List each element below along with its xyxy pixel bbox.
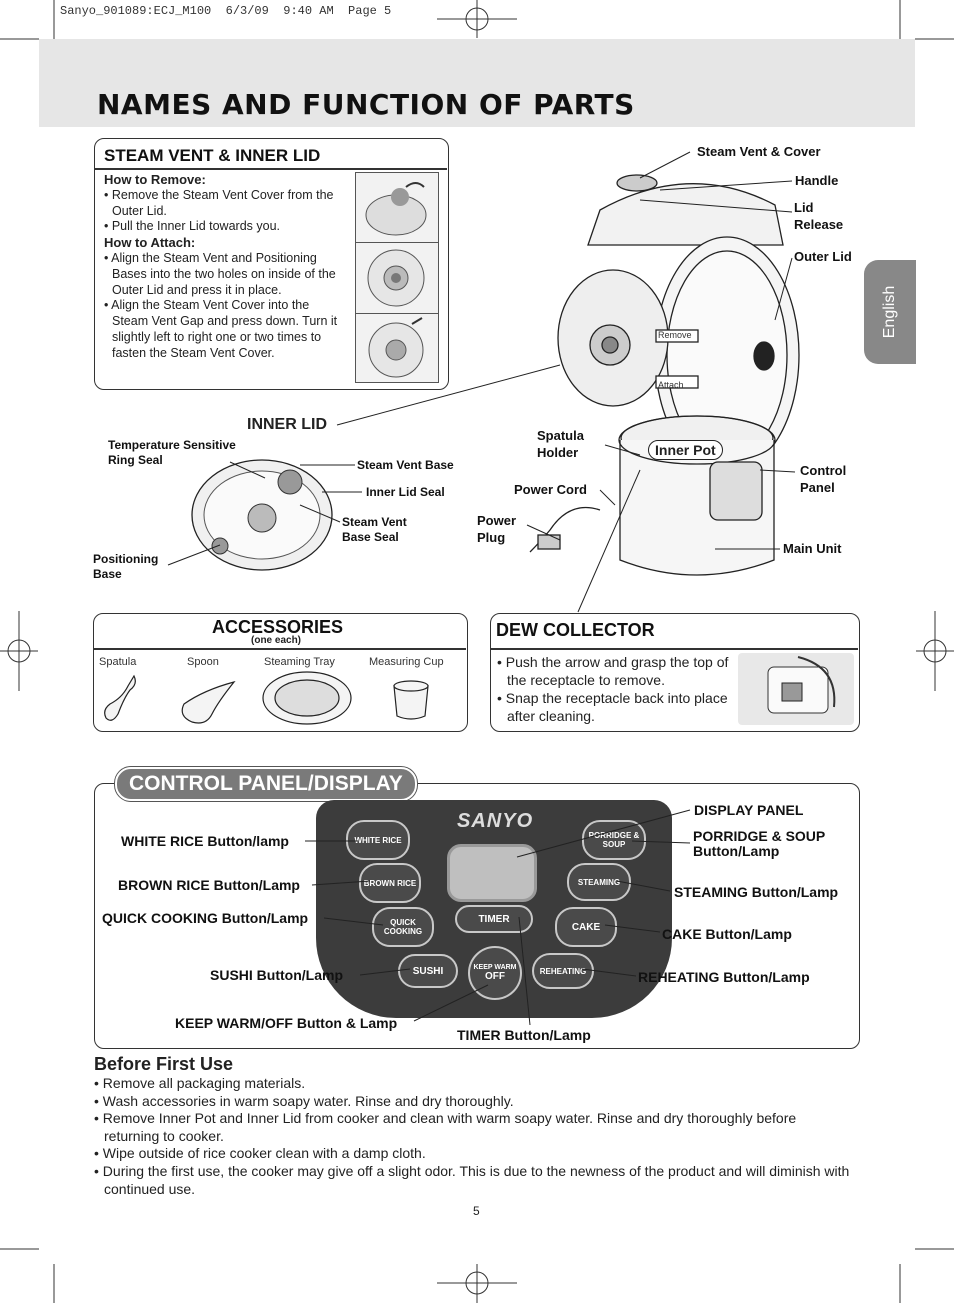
- white-rice-callout: WHITE RICE Button/lamp: [121, 833, 289, 849]
- dew-step-1: • Push the arrow and grasp the top of th…: [497, 654, 729, 688]
- steam-vent-base-label: Steam Vent Base: [357, 458, 454, 472]
- attach-arrow-label: Attach: [658, 380, 684, 390]
- main-unit-label: Main Unit: [783, 541, 842, 556]
- sushi-button[interactable]: SUSHI: [398, 954, 458, 988]
- attach-step-2: • Align the Steam Vent Cover into the St…: [104, 298, 338, 360]
- timer-callout: TIMER Button/Lamp: [457, 1027, 591, 1043]
- page-title: NAMES AND FUNCTION OF PARTS: [97, 88, 635, 121]
- brand-logo: SANYO: [457, 810, 534, 832]
- accessory-steaming-tray-label: Steaming Tray: [264, 656, 335, 668]
- keep-warm-label: KEEP WARM: [473, 964, 517, 971]
- accessory-measuring-cup-label: Measuring Cup: [369, 656, 444, 668]
- inner-lid-label: INNER LID: [247, 416, 327, 433]
- porridge-soup-callout: PORRIDGE & SOUP Button/Lamp: [693, 828, 825, 859]
- steam-vent-base-seal-label: Steam Vent Base Seal: [342, 515, 407, 544]
- control-panel-label: Control Panel: [800, 463, 847, 495]
- before-item: • During the first use, the cooker may g…: [94, 1162, 850, 1197]
- porridge-soup-button[interactable]: PORRIDGE & SOUP: [582, 820, 646, 860]
- steam-vent-cover-label: Steam Vent & Cover: [697, 144, 821, 159]
- temp-seal-label: Temperature Sensitive Ring Seal: [108, 438, 236, 467]
- before-item: • Wipe outside of rice cooker clean with…: [94, 1145, 426, 1162]
- power-cord-label: Power Cord: [514, 482, 587, 497]
- spatula-holder-label: Spatula Holder: [537, 428, 584, 460]
- pull-inner-lid-illustration: [355, 242, 439, 314]
- lid-release-label: Lid Release: [794, 200, 844, 232]
- inner-lid-detail-illustration: [191, 459, 333, 571]
- attach-cover-illustration: [355, 313, 439, 383]
- dew-instructions: • Push the arrow and grasp the top of th…: [495, 653, 740, 725]
- positioning-base-label: Positioning Base: [93, 552, 159, 581]
- accessory-spoon-label: Spoon: [187, 656, 219, 668]
- attach-step-1: • Align the Steam Vent and Positioning B…: [104, 250, 336, 297]
- keep-warm-off-button[interactable]: KEEP WARM OFF: [468, 946, 522, 1000]
- brown-rice-callout: BROWN RICE Button/Lamp: [118, 877, 300, 893]
- power-plug-label: Power Plug: [477, 513, 517, 545]
- before-first-use-list: • Remove all packaging materials. • Wash…: [92, 1075, 852, 1198]
- cake-button[interactable]: CAKE: [555, 907, 617, 947]
- inner-pot-label: Inner Pot: [648, 440, 723, 460]
- accessory-icons: [104, 671, 429, 725]
- white-rice-button[interactable]: WHITE RICE: [346, 820, 410, 860]
- outer-lid-label: Outer Lid: [794, 249, 852, 264]
- remove-step-2: • Pull the Inner Lid towards you.: [104, 219, 281, 234]
- dew-collector-title: DEW COLLECTOR: [496, 620, 655, 640]
- quick-cooking-callout: QUICK COOKING Button/Lamp: [102, 910, 309, 926]
- attach-heading: How to Attach:: [104, 235, 196, 251]
- before-item: • Remove all packaging materials.: [94, 1075, 306, 1091]
- steaming-callout: STEAMING Button/Lamp: [674, 884, 839, 900]
- quick-cooking-button[interactable]: QUICK COOKING: [372, 907, 434, 947]
- dew-divider: [491, 648, 858, 650]
- remove-heading: How to Remove:: [104, 172, 206, 187]
- accessories-divider: [94, 648, 466, 650]
- steam-vent-title: STEAM VENT & INNER LID: [104, 146, 321, 165]
- header-band: [39, 39, 915, 127]
- display-panel: [447, 844, 537, 902]
- steam-vent-instructions: How to Remove: • Remove the Steam Vent C…: [104, 172, 348, 362]
- dew-collector-illustration: [738, 653, 854, 725]
- accessories-subtitle: (one each): [251, 635, 302, 646]
- before-item: • Wash accessories in warm soapy water. …: [94, 1092, 514, 1109]
- sushi-callout: SUSHI Button/Lamp: [210, 967, 343, 983]
- accessory-spatula-label: Spatula: [99, 656, 137, 668]
- cake-callout: CAKE Button/Lamp: [662, 926, 792, 942]
- before-item: • Remove Inner Pot and Inner Lid from co…: [94, 1110, 797, 1144]
- inner-lid-seal-label: Inner Lid Seal: [366, 485, 445, 499]
- remove-step-1: • Remove the Steam Vent Cover from the O…: [104, 187, 334, 218]
- page-number: 5: [473, 1204, 480, 1218]
- off-label: OFF: [485, 971, 505, 982]
- timer-button[interactable]: TIMER: [455, 905, 533, 933]
- remove-cover-illustration: [355, 172, 439, 243]
- handle-label: Handle: [795, 173, 839, 188]
- keep-warm-callout: KEEP WARM/OFF Button & Lamp: [175, 1015, 398, 1031]
- steam-vent-divider: [95, 168, 447, 170]
- rice-cooker-illustration: [529, 174, 800, 576]
- display-panel-callout: DISPLAY PANEL: [694, 802, 804, 818]
- language-tab: English: [864, 260, 916, 364]
- print-slug: Sanyo_901089:ECJ_M100 6/3/09 9:40 AM Pag…: [60, 4, 392, 18]
- accessories-title: ACCESSORIES: [212, 617, 344, 637]
- remove-arrow-label: Remove: [658, 330, 692, 340]
- reheating-callout: REHEATING Button/Lamp: [638, 969, 810, 985]
- control-panel-title: CONTROL PANEL/DISPLAY: [115, 767, 417, 801]
- before-first-use-title: Before First Use: [94, 1054, 234, 1074]
- dew-step-2: • Snap the receptacle back into place af…: [497, 690, 728, 724]
- brown-rice-button[interactable]: BROWN RICE: [359, 863, 421, 903]
- reheating-button[interactable]: REHEATING: [532, 953, 594, 989]
